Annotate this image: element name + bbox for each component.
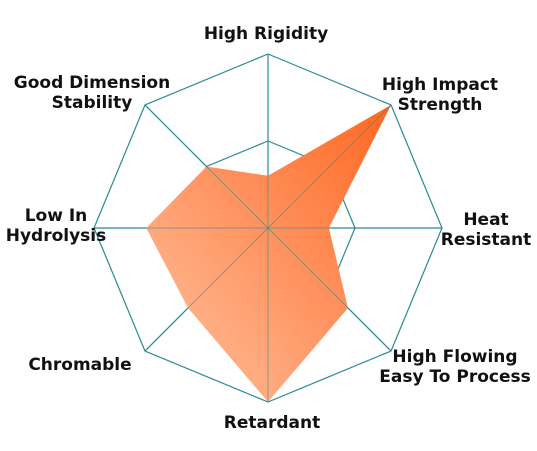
radar-data-area [146,104,392,403]
axis-label-7-line-0: Good Dimension [14,73,170,93]
axis-label-3-line-1: Easy To Process [379,367,531,387]
axis-spoke-overlay-1 [267,104,392,229]
axis-label-4-line-0: Retardant [224,413,320,433]
axis-label-0: High Rigidity [204,24,328,44]
axis-spoke-overlay-3 [267,227,392,352]
axis-label-6-line-0: Low In [25,206,88,226]
axis-label-1-line-1: Strength [398,95,483,115]
axis-label-6-line-1: Hydrolysis [6,226,107,246]
axis-spoke-overlay-7 [144,104,269,229]
axis-label-2-line-1: Resistant [441,230,532,250]
axis-label-2-line-0: Heat [463,210,508,230]
axis-label-0-line-0: High Rigidity [204,24,328,44]
radar-area-group [94,54,442,403]
axis-label-5: Chromable [28,355,131,375]
axis-label-1-line-0: High Impact [382,75,498,95]
axis-label-3-line-0: High Flowing [392,347,517,367]
axis-label-4: Retardant [224,413,320,433]
axis-label-7-line-1: Stability [52,93,133,113]
axis-spoke-overlay-5 [144,227,269,352]
axis-label-5-line-0: Chromable [28,355,131,375]
